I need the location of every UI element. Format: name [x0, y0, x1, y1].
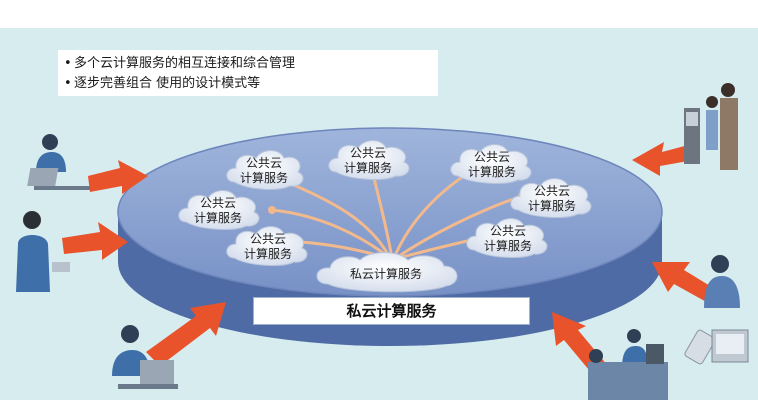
- cloud-label-line2: 计算服务: [194, 210, 242, 225]
- connector-line: [271, 208, 391, 260]
- public-cloud-node: 公共云 计算服务: [328, 140, 410, 180]
- public-cloud-node: 公共云 计算服务: [226, 150, 304, 190]
- cloud-label-line1: 公共云: [246, 156, 282, 170]
- bullet-item: •多个云计算服务的相互连接和综合管理: [64, 56, 296, 71]
- flip-phone-icon: [684, 329, 749, 365]
- cloud-label-line1: 公共云: [250, 232, 286, 246]
- connector-line: [281, 178, 392, 259]
- arrow-icon: [62, 222, 128, 260]
- headset-operator-icon: [16, 211, 70, 292]
- public-cloud-node: 公共云 计算服务: [450, 144, 532, 184]
- cloud-label-line2: 计算服务: [484, 238, 532, 253]
- cloud-label-line2: 计算服务: [468, 164, 516, 179]
- cloud-label-line1: 公共云: [474, 150, 510, 164]
- public-cloud-node: 公共云 计算服务: [510, 178, 592, 218]
- top-margin: [0, 0, 758, 28]
- public-cloud-node: 公共云 计算服务: [466, 218, 548, 258]
- bullet-list: •多个云计算服务的相互连接和综合管理 •逐步完善组合 使用的设计模式等: [58, 50, 438, 96]
- cloud-label-line2: 计算服务: [344, 160, 392, 175]
- public-cloud-node: 公共云 计算服务: [226, 226, 308, 266]
- cloud-label-line2: 计算服务: [528, 198, 576, 213]
- platform-label: 私云计算服务: [253, 297, 530, 325]
- laptop-user-icon: [27, 134, 90, 190]
- cloud-label-line2: 计算服务: [240, 170, 288, 185]
- arrow-icon: [652, 262, 720, 304]
- shop-counter-icon: [588, 329, 668, 400]
- cloud-label-line1: 公共云: [490, 224, 526, 238]
- arrow-icon: [146, 302, 226, 366]
- private-cloud-node: 私云计算服务: [316, 252, 458, 293]
- arrow-icon: [632, 142, 694, 176]
- public-cloud-node: 公共云 计算服务: [178, 190, 260, 230]
- arrow-icon: [88, 160, 148, 194]
- private-cloud-label: 私云计算服务: [350, 266, 422, 281]
- bullet-item: •逐步完善组合 使用的设计模式等: [64, 76, 261, 91]
- cloud-label-line1: 公共云: [200, 196, 236, 210]
- cloud-label-line2: 计算服务: [244, 246, 292, 261]
- phone-user-icon: [704, 255, 740, 308]
- connector-line: [395, 194, 523, 260]
- cloud-label-line1: 公共云: [350, 146, 386, 160]
- laptop-user-icon: [112, 325, 178, 389]
- connector-dot: [268, 206, 276, 214]
- cloud-label-line1: 公共云: [534, 184, 570, 198]
- kiosk-family-icon: [684, 83, 738, 170]
- cloud-shapes: 公共云 计算服务 公共云 计算服务 公共云 计算服务 公共云 计算服务: [178, 140, 592, 266]
